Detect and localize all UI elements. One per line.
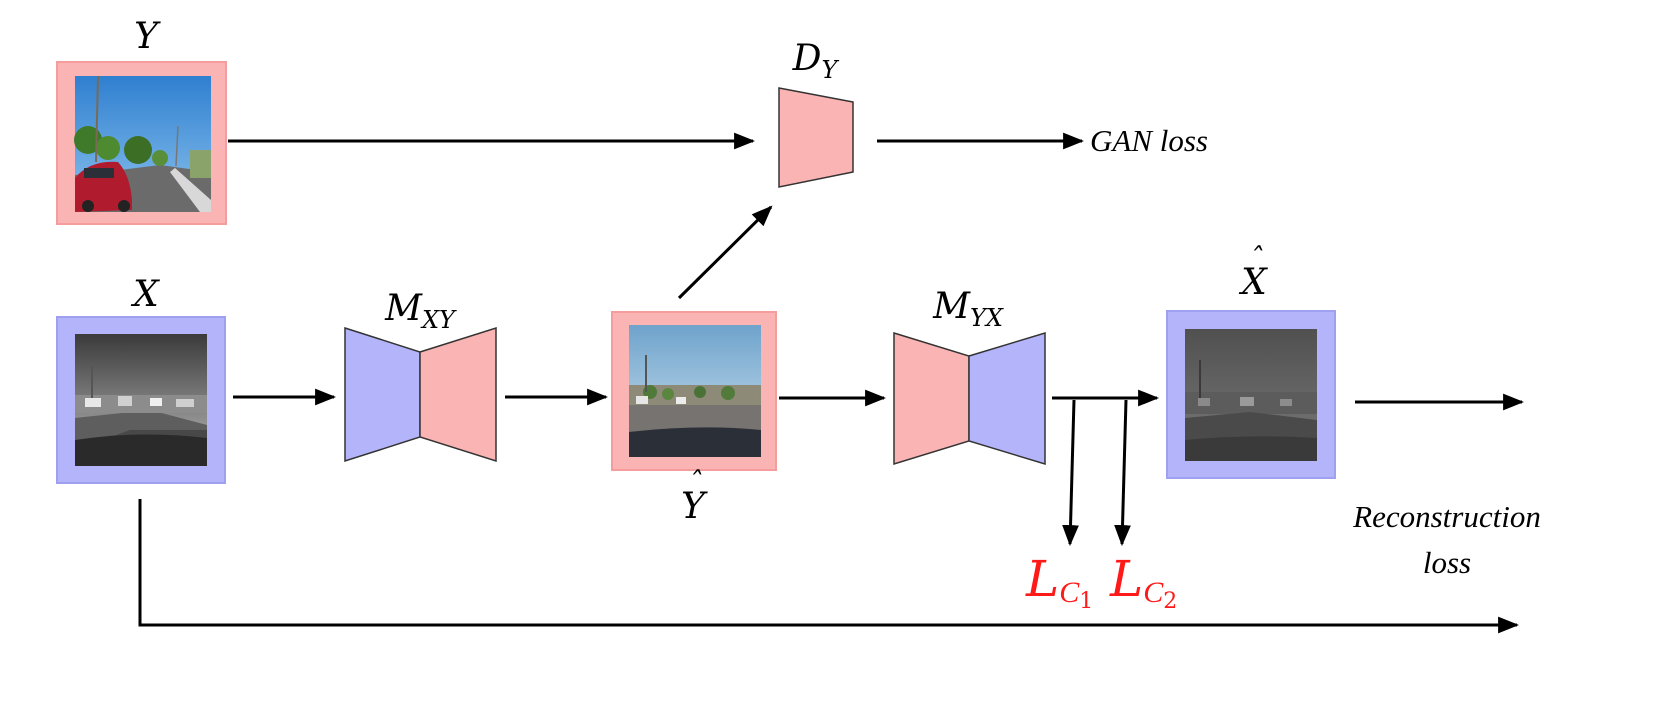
network-myx: MYX xyxy=(893,286,1046,466)
photo-grayscale-parking xyxy=(75,334,207,466)
reconstruction-loss-label-line2: loss xyxy=(1423,545,1471,580)
loss-lc2-label: LC2 xyxy=(1109,550,1177,614)
decoder-trapezoid-blue xyxy=(968,331,1046,466)
photo-reconstructed-gray xyxy=(1185,329,1317,461)
network-dy: DY xyxy=(778,38,854,188)
reconstruction-loss-label-line1: Reconstruction xyxy=(1352,499,1541,534)
node-yhat: Y ˆ xyxy=(611,311,777,527)
node-yhat-label: Y xyxy=(681,486,708,527)
photo-color-street-car xyxy=(74,75,211,212)
arrow-to-lc2 xyxy=(1114,399,1131,547)
encoder-trapezoid-pink xyxy=(893,331,970,466)
network-myx-label: MYX xyxy=(932,286,1004,332)
encoder-trapezoid-blue xyxy=(344,326,421,463)
arrow-yhat-to-dy xyxy=(677,205,773,300)
network-mxy-label: MXY xyxy=(384,288,457,334)
discriminator-trapezoid xyxy=(778,87,854,188)
node-xhat-label: X xyxy=(1238,262,1268,303)
arrow-to-lc1 xyxy=(1062,399,1079,547)
decoder-trapezoid-pink xyxy=(419,326,497,463)
node-y: Y xyxy=(56,16,227,225)
network-mxy: MXY xyxy=(344,288,497,463)
network-dy-label: DY xyxy=(792,38,840,84)
arrows xyxy=(138,132,1525,634)
arrow-x-to-reconstruction-loss xyxy=(138,499,1520,634)
loss-lc1-label: LC1 xyxy=(1025,550,1093,614)
node-x-label: X xyxy=(130,274,160,315)
photo-translated-street xyxy=(629,325,761,457)
gan-loss-label: GAN loss xyxy=(1090,123,1208,158)
node-x: X xyxy=(56,274,226,484)
yhat-accent: ˆ xyxy=(688,466,702,499)
node-xhat: X ˆ xyxy=(1166,242,1336,479)
xhat-accent: ˆ xyxy=(1249,242,1263,275)
node-y-label: Y xyxy=(134,16,161,57)
